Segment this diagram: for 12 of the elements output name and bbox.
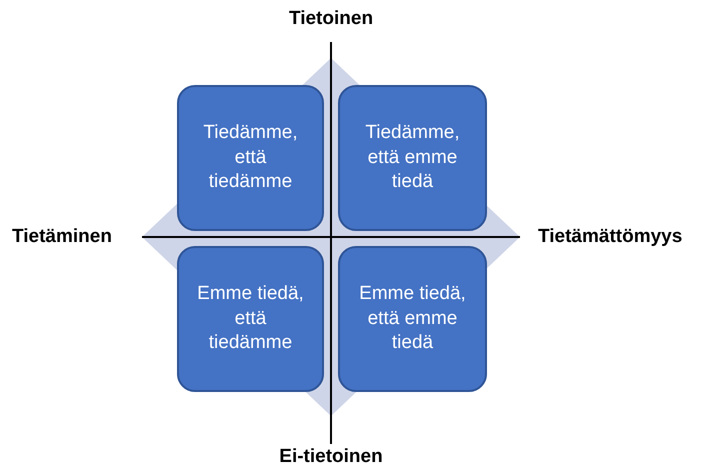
quadrant-box [338, 246, 487, 392]
quadrant-text: Emme tiedä, että emme tiedä [358, 282, 467, 356]
axis-label: Tietämättömyys [538, 226, 682, 248]
quadrant-text: Tiedämme, että tiedämme [202, 120, 299, 194]
quadrant-box [177, 85, 324, 231]
axis-label: Ei-tietoinen [279, 446, 383, 468]
quadrant-box [338, 85, 487, 231]
quadrant-box [177, 246, 324, 392]
axis-label: Tietäminen [12, 226, 112, 248]
axis-label: Tietoinen [288, 8, 374, 30]
quadrant-text: Tiedämme, että emme tiedä [364, 120, 461, 194]
quadrant-text: Emme tiedä, että tiedämme [196, 282, 305, 356]
